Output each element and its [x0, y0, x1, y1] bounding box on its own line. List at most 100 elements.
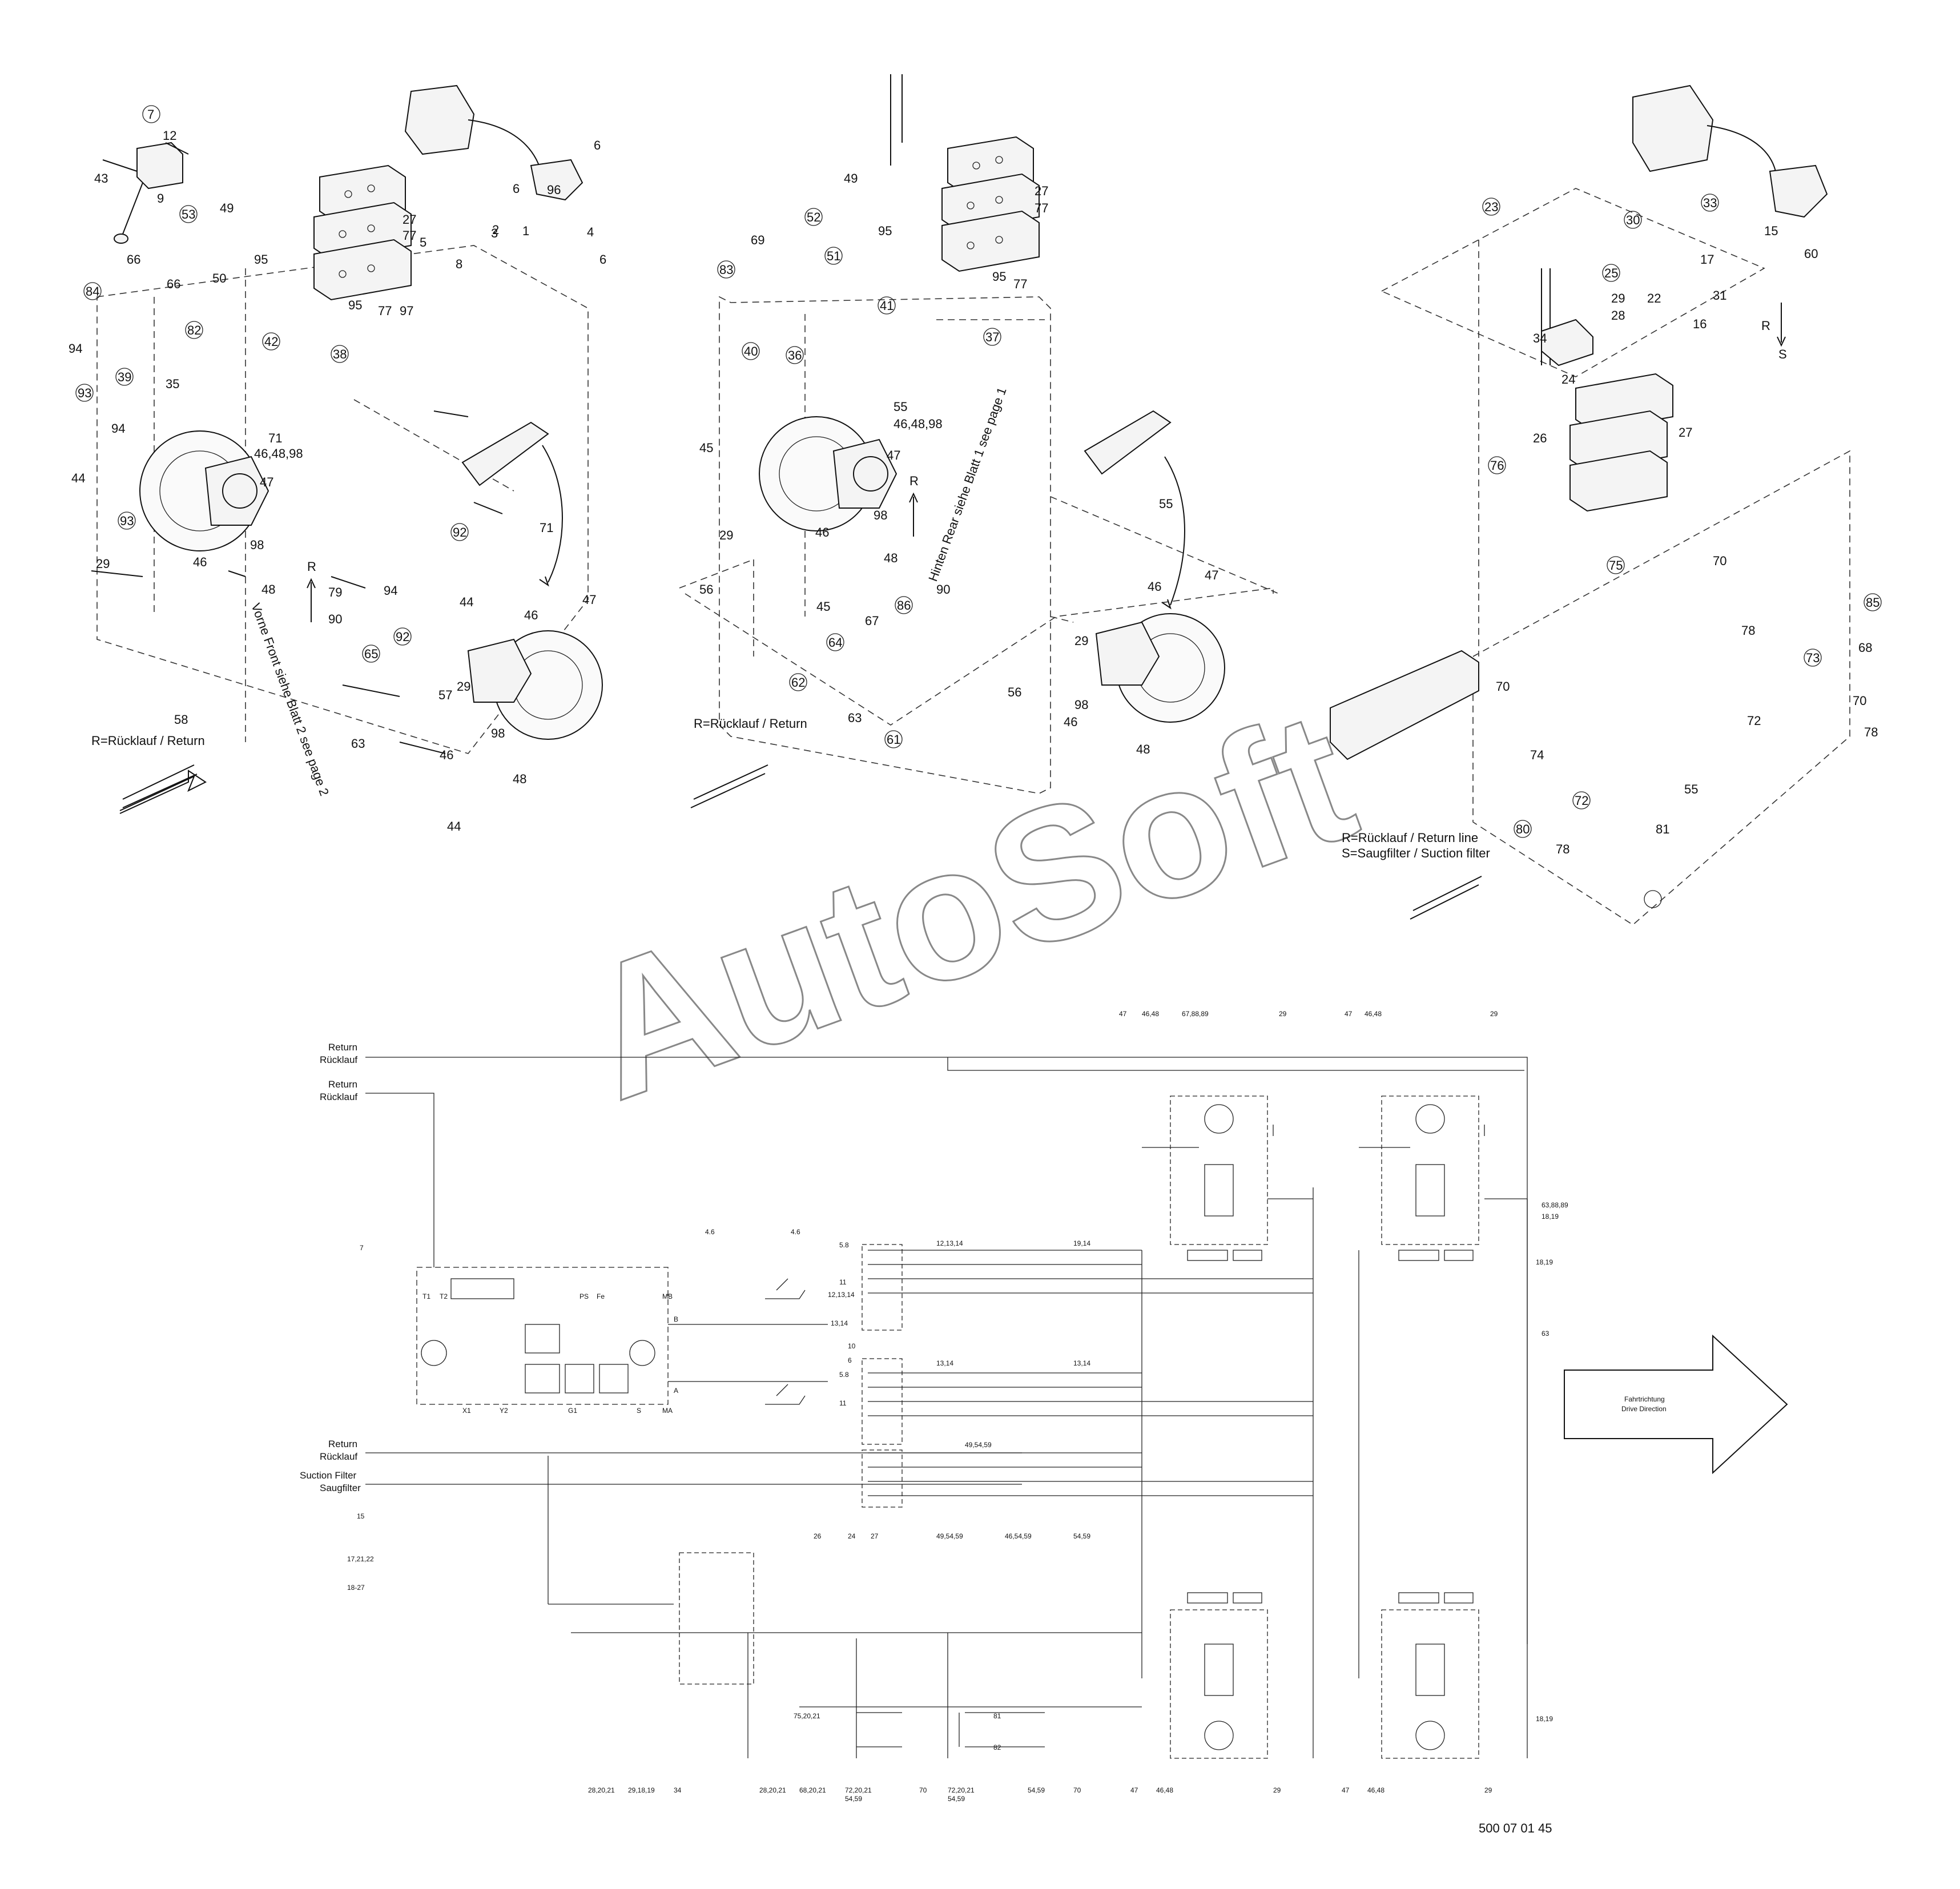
- svg-text:54,59: 54,59: [948, 1795, 965, 1803]
- svg-text:12,13,14: 12,13,14: [828, 1291, 855, 1299]
- svg-text:28: 28: [1611, 308, 1625, 323]
- svg-text:94: 94: [111, 421, 125, 436]
- svg-text:29: 29: [719, 528, 733, 542]
- svg-text:46: 46: [1148, 579, 1161, 594]
- svg-text:18-27: 18-27: [347, 1584, 365, 1592]
- valve-block-right: [1569, 373, 1673, 512]
- svg-text:95: 95: [254, 252, 268, 267]
- svg-text:49: 49: [220, 201, 234, 215]
- svg-text:1: 1: [522, 224, 529, 238]
- svg-text:54,59: 54,59: [1073, 1532, 1090, 1540]
- svg-text:5: 5: [420, 235, 426, 249]
- svg-text:77: 77: [403, 228, 416, 243]
- svg-text:57: 57: [438, 688, 452, 702]
- svg-text:50: 50: [212, 271, 226, 285]
- svg-text:34: 34: [1533, 331, 1547, 345]
- svg-text:48: 48: [513, 772, 526, 786]
- svg-text:29: 29: [1490, 1010, 1498, 1018]
- svg-text:S: S: [637, 1407, 641, 1415]
- svg-text:47: 47: [1205, 568, 1218, 582]
- svg-text:7: 7: [360, 1244, 364, 1252]
- sprocket-rear-right: [1095, 613, 1225, 723]
- svg-text:2: 2: [492, 223, 499, 237]
- svg-text:63: 63: [351, 736, 365, 751]
- svg-text:75,20,21: 75,20,21: [794, 1712, 820, 1720]
- svg-text:77: 77: [1013, 277, 1027, 291]
- svg-text:46,48: 46,48: [1156, 1786, 1173, 1794]
- motor-unit-front-left: [1170, 1095, 1268, 1261]
- svg-text:4.6: 4.6: [705, 1228, 715, 1236]
- svg-text:7: 7: [147, 107, 154, 122]
- svg-text:47: 47: [887, 448, 900, 462]
- svg-text:5.8: 5.8: [839, 1371, 849, 1379]
- svg-text:27: 27: [403, 212, 416, 227]
- svg-text:13,14: 13,14: [1073, 1359, 1090, 1367]
- svg-text:63: 63: [1542, 1330, 1550, 1338]
- svg-text:29: 29: [457, 679, 470, 694]
- svg-text:54,59: 54,59: [845, 1795, 862, 1803]
- svg-text:62: 62: [791, 675, 805, 690]
- svg-text:63,88,89: 63,88,89: [1542, 1201, 1568, 1209]
- svg-text:66: 66: [127, 252, 140, 267]
- svg-text:90: 90: [936, 582, 950, 597]
- svg-text:73: 73: [1806, 651, 1820, 665]
- svg-text:MB: MB: [662, 1292, 673, 1300]
- svg-text:3: 3: [491, 226, 498, 240]
- svg-text:74: 74: [1530, 748, 1544, 762]
- svg-text:36: 36: [788, 348, 802, 363]
- svg-text:6: 6: [513, 182, 520, 196]
- svg-text:27: 27: [871, 1532, 879, 1540]
- svg-text:47: 47: [1345, 1010, 1353, 1018]
- svg-text:PS: PS: [579, 1292, 589, 1300]
- svg-text:29,18,19: 29,18,19: [628, 1786, 655, 1794]
- svg-text:44: 44: [447, 819, 461, 833]
- svg-text:26: 26: [814, 1532, 822, 1540]
- svg-text:84: 84: [86, 284, 99, 299]
- svg-text:44: 44: [71, 471, 85, 485]
- svg-text:46,48: 46,48: [1142, 1010, 1159, 1018]
- svg-text:72,20,21: 72,20,21: [845, 1786, 872, 1794]
- control-valve-block-lower: [862, 1358, 903, 1445]
- svg-text:25: 25: [1604, 266, 1618, 280]
- svg-text:6: 6: [599, 252, 606, 267]
- document-number: 500 07 01 45: [1479, 1821, 1552, 1835]
- svg-text:28,20,21: 28,20,21: [759, 1786, 786, 1794]
- svg-text:44: 44: [460, 595, 473, 609]
- svg-text:12,13,14: 12,13,14: [936, 1239, 963, 1247]
- svg-text:86: 86: [897, 598, 911, 613]
- svg-text:95: 95: [348, 298, 362, 312]
- sprocket-front-left: [139, 430, 269, 551]
- svg-text:63: 63: [848, 711, 862, 725]
- motor-unit-rear-right: [1381, 1592, 1479, 1759]
- svg-text:53: 53: [182, 207, 195, 221]
- svg-text:45: 45: [816, 599, 830, 614]
- top-right-exploded-view: R S R=Rücklauf / Return line S=Saugfilte…: [1330, 84, 1882, 925]
- rear-note: Hinten Rear siehe Blatt 1 see page 1: [925, 385, 1009, 583]
- svg-text:29: 29: [1074, 634, 1088, 648]
- svg-text:98: 98: [874, 508, 887, 522]
- svg-text:68: 68: [1858, 641, 1872, 655]
- svg-text:71: 71: [540, 521, 553, 535]
- svg-text:71: 71: [268, 431, 282, 445]
- pump-control-block: [416, 1267, 669, 1405]
- svg-text:55: 55: [1159, 497, 1173, 511]
- svg-text:56: 56: [1008, 685, 1021, 699]
- svg-text:10: 10: [848, 1342, 856, 1350]
- svg-text:92: 92: [453, 525, 466, 539]
- svg-text:Fe: Fe: [597, 1292, 605, 1300]
- svg-text:29: 29: [96, 557, 110, 571]
- svg-text:Y2: Y2: [500, 1407, 508, 1415]
- svg-text:48: 48: [261, 582, 275, 597]
- svg-text:37: 37: [985, 330, 999, 344]
- svg-text:R: R: [307, 559, 316, 574]
- svg-text:93: 93: [78, 386, 91, 400]
- svg-text:48: 48: [1136, 742, 1150, 756]
- svg-text:46,54,59: 46,54,59: [1005, 1532, 1032, 1540]
- svg-text:6: 6: [848, 1356, 852, 1364]
- svg-text:45: 45: [699, 441, 713, 455]
- svg-text:49,54,59: 49,54,59: [965, 1441, 992, 1449]
- svg-text:41: 41: [880, 299, 894, 313]
- svg-text:49: 49: [844, 171, 858, 186]
- svg-text:97: 97: [400, 304, 413, 318]
- top-left-exploded-view: R Vorne Front siehe Blatt 2 see page 2 R…: [69, 84, 606, 833]
